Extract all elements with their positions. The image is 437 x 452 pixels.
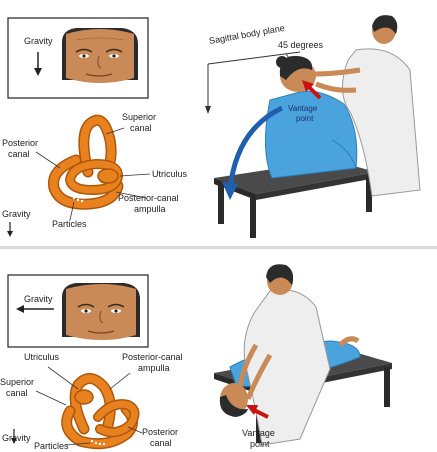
- top-patient: [264, 55, 358, 179]
- top-superior-canal-label-1: Superior: [122, 112, 157, 122]
- top-face-box: [7, 17, 149, 99]
- top-vantage-label-1: Vantage: [288, 104, 318, 113]
- top-gravity-label: Gravity: [2, 209, 31, 219]
- top-utriculus-body: [97, 168, 119, 184]
- bottom-panel: Gravity Utricu: [0, 249, 437, 452]
- top-posterior-canal-label-1: Posterior: [2, 138, 39, 148]
- bottom-ampulla-label-1: Posterior-canal: [122, 352, 183, 362]
- bottom-posterior-canal-label-1: Posterior: [142, 427, 179, 437]
- top-angle-label: 45 degrees: [278, 40, 324, 50]
- bottom-examiner: [237, 264, 331, 446]
- top-particles-label: Particles: [52, 219, 87, 229]
- top-face-illustration: [62, 28, 138, 83]
- top-particles: [68, 193, 84, 203]
- bottom-semicircular-canal: [11, 366, 143, 450]
- bottom-superior-canal-label-2: canal: [6, 388, 28, 398]
- top-ampulla-label-2: ampulla: [134, 204, 166, 214]
- bottom-superior-canal-label-1: Superior: [0, 377, 35, 387]
- panel-divider: [0, 246, 437, 249]
- top-rotation-arrow: [227, 105, 284, 191]
- top-posterior-canal-label-2: canal: [8, 149, 30, 159]
- bottom-box-gravity-label: Gravity: [24, 294, 53, 304]
- bottom-face-box: [7, 274, 149, 348]
- top-superior-canal-label-2: canal: [130, 123, 152, 133]
- bottom-patient-scene: [214, 264, 392, 446]
- top-ampulla-label-1: Posterior-canal: [118, 193, 179, 203]
- bottom-particles: [90, 439, 106, 446]
- bottom-face-illustration: [62, 283, 140, 340]
- top-semicircular-canal: [7, 114, 151, 237]
- bottom-gravity-label: Gravity: [2, 433, 31, 443]
- top-panel: Gravity: [2, 15, 421, 238]
- top-box-gravity-label: Gravity: [24, 36, 53, 46]
- bottom-utriculus-body: [74, 389, 94, 405]
- top-patient-scene: [205, 15, 421, 238]
- bottom-ampulla-label-2: ampulla: [138, 363, 170, 373]
- bottom-particles-label: Particles: [34, 441, 69, 451]
- bottom-utriculus-label: Utriculus: [24, 352, 60, 362]
- top-utriculus-label: Utriculus: [152, 169, 188, 179]
- top-vantage-label-2: point: [296, 114, 314, 123]
- bottom-vantage-label-2: point: [250, 439, 270, 449]
- bottom-vantage-label-1: Vantage: [242, 428, 275, 438]
- bottom-posterior-canal-label-2: canal: [150, 438, 172, 448]
- top-examiner: [313, 15, 421, 197]
